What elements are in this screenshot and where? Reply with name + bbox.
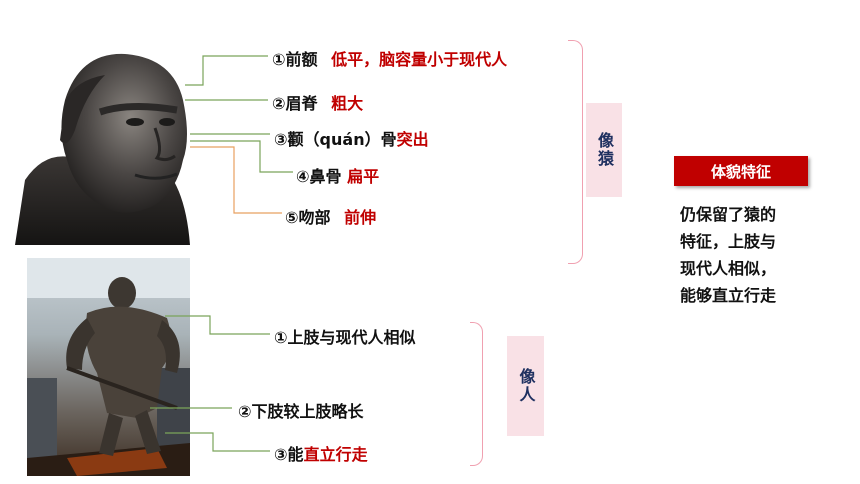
skull-feature-brow: ②眉脊 粗大 (272, 90, 363, 114)
feature-value: 扁平 (347, 167, 380, 186)
feature-label: ③颧（quán）骨 (274, 130, 397, 149)
feature-value: 突出 (396, 130, 429, 149)
ape-like-tag-text: 像猿 (595, 132, 614, 168)
human-group-brace (470, 322, 483, 466)
human-like-tag: 像人 (507, 336, 544, 436)
summary-line: 能够直立行走 (680, 286, 777, 305)
feature-label: ③能 (274, 445, 304, 464)
human-like-tag-text: 像人 (516, 368, 536, 404)
ape-group-brace (568, 40, 583, 264)
summary-line: 特征，上肢与 (680, 232, 777, 251)
summary-text: 仍保留了猿的 特征，上肢与 现代人相似， 能够直立行走 (680, 201, 776, 309)
summary-line: 仍保留了猿的 (680, 205, 777, 224)
feature-value: 直立行走 (303, 445, 368, 464)
feature-label: ①前额 (272, 50, 318, 69)
ape-like-tag: 像猿 (586, 103, 622, 197)
feature-label: ①上肢与现代人相似 (274, 328, 416, 347)
body-feature-walking: ③能直立行走 (274, 441, 368, 465)
features-badge-text: 体貌特征 (710, 162, 771, 181)
feature-value: 前伸 (344, 208, 377, 227)
peking-man-statue-image (27, 258, 190, 476)
summary-line: 现代人相似， (680, 259, 777, 278)
feature-label: ②眉脊 (272, 94, 318, 113)
body-feature-upper-limb: ①上肢与现代人相似 (274, 324, 416, 348)
feature-label: ④鼻骨 (296, 167, 342, 186)
skull-feature-forehead: ①前额 低平，脑容量小于现代人 (272, 46, 507, 70)
skull-feature-cheekbone: ③颧（quán）骨突出 (274, 126, 429, 150)
feature-label: ②下肢较上肢略长 (238, 402, 364, 421)
skull-feature-nose: ④鼻骨 扁平 (296, 163, 379, 187)
body-feature-lower-limb: ②下肢较上肢略长 (238, 398, 364, 422)
feature-value: 粗大 (331, 94, 364, 113)
feature-value: 低平，脑容量小于现代人 (331, 50, 508, 69)
feature-label: ⑤吻部 (285, 208, 331, 227)
skull-feature-snout: ⑤吻部 前伸 (285, 204, 376, 228)
peking-man-bust-image (5, 40, 200, 245)
features-badge: 体貌特征 (674, 156, 808, 186)
